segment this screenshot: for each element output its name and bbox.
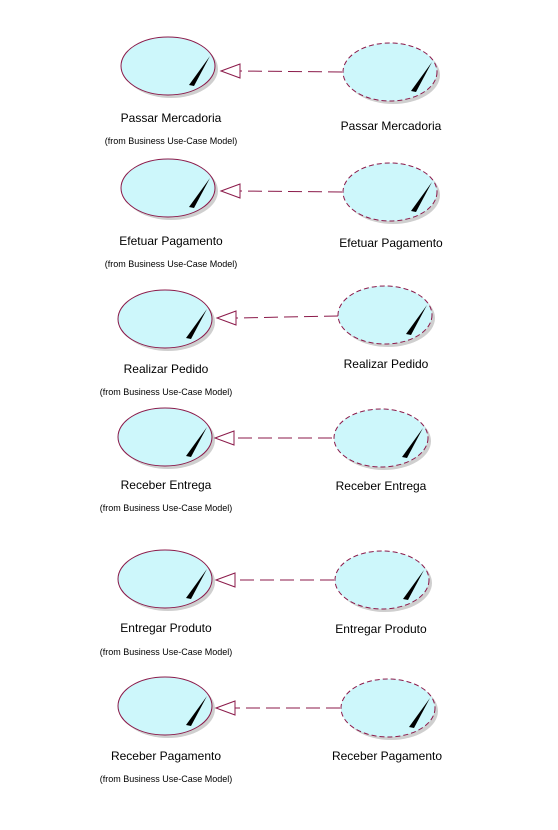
realization-arrowhead <box>214 700 236 716</box>
realization-row-5 <box>117 549 432 612</box>
use-case-slash-mark <box>411 182 432 212</box>
use-case-realization-ellipse[interactable] <box>333 408 429 468</box>
use-case-realization-ellipse[interactable] <box>334 550 430 610</box>
business-use-case-source: (from Business Use-Case Model) <box>104 136 238 146</box>
realization-connector[interactable] <box>235 315 339 319</box>
business-use-case-name: Efetuar Pagamento <box>119 234 223 248</box>
use-case-realization-ellipse[interactable] <box>342 162 438 222</box>
business-use-case-source: (from Business Use-Case Model) <box>99 647 233 657</box>
use-case-slash-mark <box>409 698 430 728</box>
use-case-slash-mark <box>186 427 207 457</box>
business-use-case-ellipse[interactable] <box>120 158 216 218</box>
realization-arrowhead <box>219 183 241 199</box>
realization-arrowhead <box>214 572 236 588</box>
use-case-realization-name: Realizar Pedido <box>343 357 429 371</box>
realization-row-1 <box>120 36 440 104</box>
realization-row-6 <box>117 676 438 740</box>
business-use-case-source: (from Business Use-Case Model) <box>99 774 233 784</box>
use-case-slash-mark <box>186 696 207 726</box>
business-use-case-ellipse[interactable] <box>117 407 213 467</box>
business-use-case-ellipse[interactable] <box>117 289 213 349</box>
realization-row-3 <box>117 285 435 351</box>
use-case-realization-ellipse[interactable] <box>340 678 436 738</box>
realization-arrowhead <box>219 63 241 79</box>
use-case-realization-name: Passar Mercadoria <box>340 119 442 133</box>
business-use-case-source: (from Business Use-Case Model) <box>104 259 238 269</box>
business-use-case-name: Receber Entrega <box>120 478 212 492</box>
use-case-realization-name: Entregar Produto <box>335 622 427 636</box>
use-case-slash-mark <box>411 62 432 92</box>
realization-row-2 <box>120 158 440 224</box>
business-use-case-ellipse[interactable] <box>117 549 213 609</box>
business-use-case-name: Realizar Pedido <box>123 362 209 376</box>
business-use-case-ellipse[interactable] <box>117 676 213 736</box>
realization-connector[interactable] <box>239 190 343 193</box>
use-case-realization-ellipse[interactable] <box>342 42 438 102</box>
realization-arrowhead <box>213 430 235 446</box>
realization-row-4 <box>117 407 431 470</box>
use-case-slash-mark <box>402 428 423 458</box>
use-case-slash-mark <box>186 309 207 339</box>
use-case-slash-mark <box>403 570 424 600</box>
use-case-realization-name: Receber Pagamento <box>331 749 443 763</box>
use-case-slash-mark <box>186 569 207 599</box>
business-use-case-ellipse[interactable] <box>120 36 216 96</box>
business-use-case-name: Entregar Produto <box>120 621 212 635</box>
use-case-realization-name: Efetuar Pagamento <box>339 236 443 250</box>
use-case-realization-name: Receber Entrega <box>335 479 427 493</box>
business-use-case-name: Receber Pagamento <box>110 749 222 763</box>
business-use-case-name: Passar Mercadoria <box>120 111 222 125</box>
use-case-slash-mark <box>189 178 210 208</box>
use-case-realization-ellipse[interactable] <box>337 285 433 345</box>
realization-arrowhead <box>215 310 237 326</box>
business-use-case-source: (from Business Use-Case Model) <box>99 387 233 397</box>
use-case-slash-mark <box>406 305 427 335</box>
realization-connector[interactable] <box>239 70 343 73</box>
business-use-case-source: (from Business Use-Case Model) <box>99 503 233 513</box>
use-case-slash-mark <box>189 56 210 86</box>
